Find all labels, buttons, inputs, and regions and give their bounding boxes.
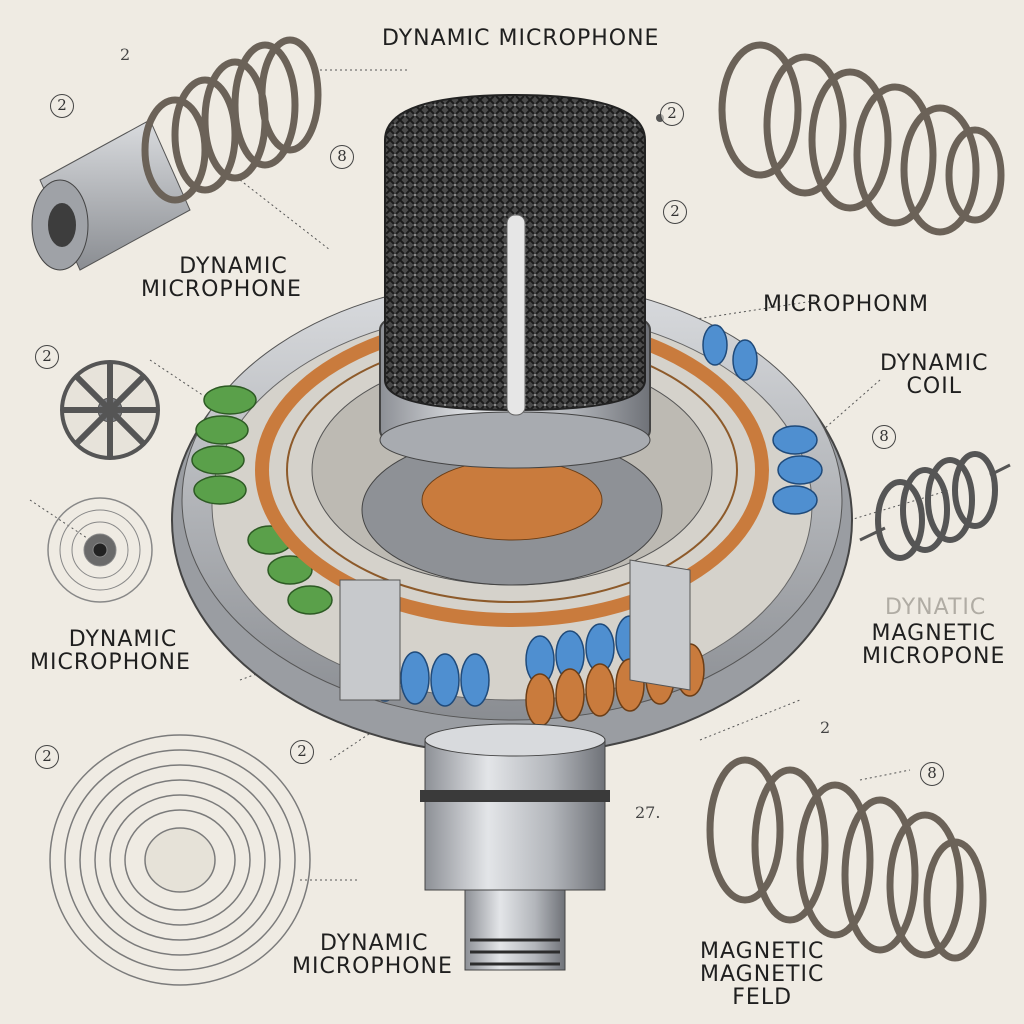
callout-right-coil: 8 bbox=[872, 425, 896, 449]
label-right-mid-line1: MAGNETIC bbox=[871, 621, 996, 646]
wire-coil-roll bbox=[49, 734, 311, 986]
label-right-top: MICROPHONM bbox=[763, 292, 929, 317]
label-right-mid: MAGNETIC MICROPONE bbox=[862, 622, 1005, 668]
callout-bottom-right: 8 bbox=[920, 762, 944, 786]
callout-shaft-right: 27. bbox=[635, 803, 661, 822]
label-right-mid-faded: DYNATIC bbox=[885, 595, 987, 620]
callout-grille-mid: 2 bbox=[663, 200, 687, 224]
microphone-grille-head bbox=[379, 93, 651, 469]
blue-coil-right bbox=[702, 324, 823, 515]
callout-shaft-left: 2 bbox=[290, 740, 314, 764]
microphone-handle-shaft bbox=[420, 723, 610, 971]
label-bottom-center: DYNAMIC MICROPHONE bbox=[292, 931, 453, 978]
label-bottom-center-line1: DYNAMIC bbox=[320, 931, 429, 956]
label-left-top-line2: MICROPHONE bbox=[141, 277, 302, 303]
callout-grille-left: 8 bbox=[330, 145, 354, 169]
label-left-top: DYNAMIC MICROPHONE bbox=[141, 254, 302, 301]
green-coil bbox=[191, 385, 333, 615]
microphone-base-housing bbox=[171, 279, 853, 756]
label-left-mid: DYNAMIC MICROPHONE bbox=[30, 628, 191, 674]
label-left-mid-line1: DYNAMIC bbox=[68, 627, 178, 652]
bottom-right-spring bbox=[706, 756, 987, 962]
label-bottom-center-line2: MICROPHONE bbox=[292, 954, 453, 980]
diagram-title: DYNAMIC MICROPHONE bbox=[382, 26, 660, 51]
label-left-mid-line2: MICROPHONE bbox=[30, 650, 191, 676]
top-left-spring bbox=[141, 36, 322, 204]
label-right-coil-line1: DYNAMIC bbox=[880, 351, 989, 376]
top-left-magnet-cylinder bbox=[31, 119, 191, 271]
label-bottom-right: MAGNETIC MAGNETIC FELD bbox=[700, 940, 824, 1009]
callout-left-parts: 2 bbox=[35, 345, 59, 369]
label-right-coil: DYNAMIC COIL bbox=[880, 352, 989, 398]
label-right-mid-line2: MICROPONE bbox=[862, 644, 1006, 670]
callout-bottom-left: 2 bbox=[35, 745, 59, 769]
top-right-spring bbox=[718, 41, 1005, 236]
label-bottom-right-line3: FELD bbox=[732, 985, 793, 1011]
callout-top-plain: 2 bbox=[120, 45, 131, 64]
label-bottom-right-line1: MAGNETIC bbox=[700, 939, 825, 964]
label-left-top-line1: DYNAMIC bbox=[179, 254, 288, 279]
right-small-coil bbox=[859, 451, 1011, 561]
label-right-coil-line2: COIL bbox=[906, 374, 962, 400]
diaphragm-disc bbox=[47, 497, 153, 603]
callout-grille-right: 2 bbox=[660, 102, 684, 126]
spider-wheel-part bbox=[60, 360, 160, 460]
label-bottom-right-line2: MAGNETIC bbox=[700, 962, 825, 988]
callout-top-left: 2 bbox=[50, 94, 74, 118]
callout-right-small: 2 bbox=[820, 718, 831, 737]
